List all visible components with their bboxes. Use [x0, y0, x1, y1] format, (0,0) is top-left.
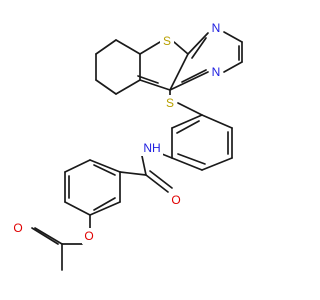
bond-line — [181, 69, 207, 83]
bond-line — [161, 153, 173, 159]
bond-line — [191, 37, 207, 59]
bond-line — [187, 32, 209, 55]
bond-line — [34, 227, 63, 245]
bond-line — [149, 170, 173, 189]
bond-line — [201, 114, 233, 129]
atom-s-thiophene: S — [163, 34, 171, 48]
bond-line — [223, 31, 243, 43]
atom-labels: S N N S NH O O O — [11, 20, 223, 244]
bond-line — [201, 157, 233, 171]
atom-n-amide: NH — [143, 141, 160, 155]
atom-o-amide: O — [171, 193, 180, 207]
bond-line — [115, 79, 141, 95]
bond-line — [169, 71, 209, 91]
bond-line — [93, 164, 116, 176]
bond-line — [119, 171, 147, 176]
atom-n-pyrimidine-top: N — [212, 21, 221, 35]
atom-o-ester: O — [84, 229, 93, 243]
bond-line — [139, 79, 171, 91]
bond-line — [141, 155, 147, 176]
bond-line — [89, 201, 121, 216]
bond-line — [64, 159, 91, 173]
bond-line — [171, 114, 203, 129]
bond-line — [145, 174, 169, 193]
bond-line — [93, 197, 116, 211]
bond-line — [173, 41, 189, 55]
bond-line — [223, 61, 243, 73]
bond-line — [89, 159, 121, 173]
molecular-structure: S N N S NH O O O — [11, 20, 243, 271]
bond-line — [171, 157, 203, 171]
bond-line — [177, 153, 206, 165]
atom-n-pyrimidine-bottom: N — [212, 65, 221, 79]
atom-s-thioether: S — [166, 96, 174, 110]
bond-line — [95, 39, 117, 55]
bond-line — [95, 79, 117, 95]
bond-line — [64, 201, 91, 216]
bond-line — [176, 120, 200, 134]
bond-line — [137, 75, 159, 84]
bond-line — [31, 227, 59, 245]
bond-line — [169, 53, 189, 91]
bond-line — [115, 39, 141, 55]
atom-o-acetyl: O — [13, 221, 22, 235]
bond-line — [177, 102, 203, 116]
bond-lines — [31, 31, 243, 271]
bond-line — [139, 41, 161, 55]
